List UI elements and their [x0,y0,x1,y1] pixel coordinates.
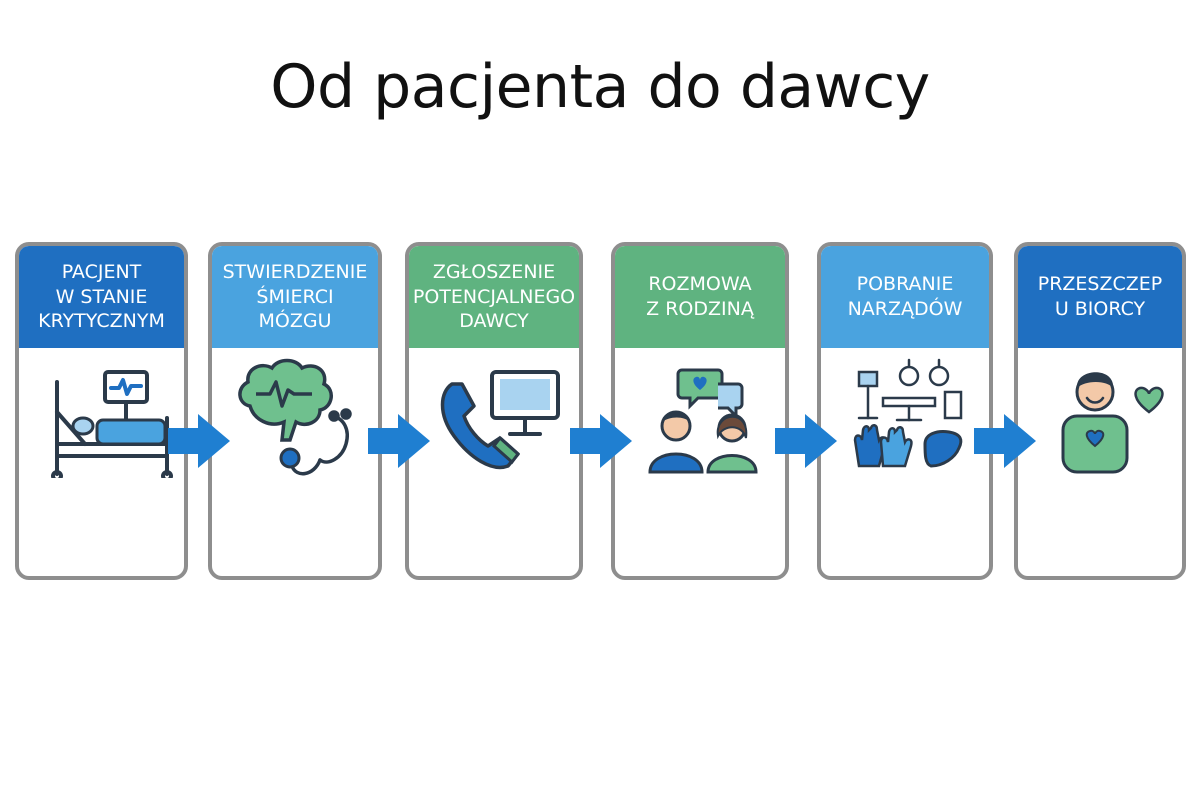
step-header: STWIERDZENIE ŚMIERCI MÓZGU [212,246,378,348]
phone-computer-icon [409,348,579,478]
surgery-equipment-icon [821,348,989,478]
step-header: POBRANIE NARZĄDÓW [821,246,989,348]
brain-stethoscope-icon [212,348,378,478]
arrow-right-icon [570,414,632,468]
conversation-people-icon [615,348,785,478]
step-card-organ-retrieval: POBRANIE NARZĄDÓW [817,242,993,580]
arrow-right-icon [775,414,837,468]
step-header: ZGŁOSZENIE POTENCJALNEGO DAWCY [409,246,579,348]
step-card-brain-death: STWIERDZENIE ŚMIERCI MÓZGU [208,242,382,580]
page-title: Od pacjenta do dawcy [270,52,930,122]
hospital-bed-monitor-icon [19,348,184,478]
step-header: ROZMOWA Z RODZINĄ [615,246,785,348]
recipient-heart-icon [1018,348,1182,478]
step-card-transplant: PRZESZCZEP U BIORCY [1014,242,1186,580]
step-card-patient: PACJENT W STANIE KRYTYCZNYM [15,242,188,580]
arrow-right-icon [368,414,430,468]
step-card-family-talk: ROZMOWA Z RODZINĄ [611,242,789,580]
step-card-donor-report: ZGŁOSZENIE POTENCJALNEGO DAWCY [405,242,583,580]
arrow-right-icon [974,414,1036,468]
step-header: PRZESZCZEP U BIORCY [1018,246,1182,348]
step-header: PACJENT W STANIE KRYTYCZNYM [19,246,184,348]
arrow-right-icon [168,414,230,468]
